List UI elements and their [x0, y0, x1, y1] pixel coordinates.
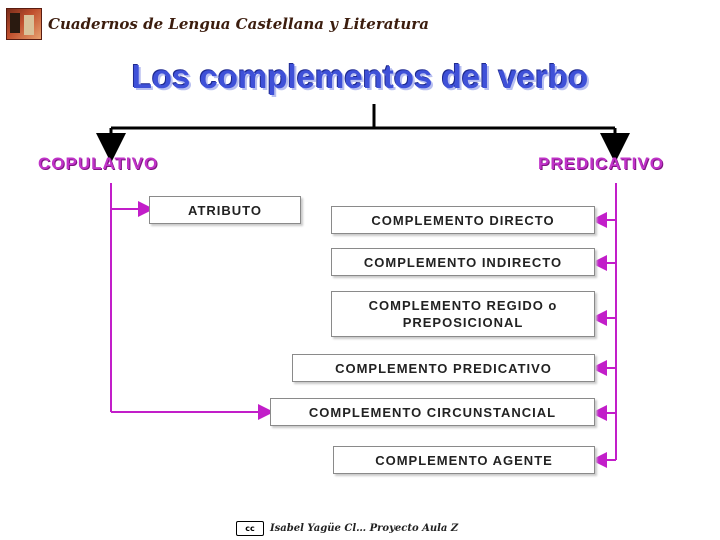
footer-text: Isabel Yagüe Cl… Proyecto Aula Z: [270, 522, 459, 534]
regido-label-line2: PREPOSICIONAL: [402, 315, 524, 330]
atributo-label: ATRIBUTO: [188, 203, 262, 218]
footer-credit: cc Isabel Yagüe Cl… Proyecto Aula Z: [236, 519, 458, 537]
copulativo-connectors: [110, 183, 274, 420]
site-header: Cuadernos de Lengua Castellana y Literat…: [6, 8, 429, 40]
branch-copulativo: COPULATIVO: [38, 154, 159, 173]
box-atributo: ATRIBUTO: [149, 196, 301, 224]
box-complemento-agente: COMPLEMENTO AGENTE: [333, 446, 595, 474]
book-photo-logo-icon: [6, 8, 42, 40]
site-title: Cuadernos de Lengua Castellana y Literat…: [48, 15, 429, 33]
box-complemento-directo: COMPLEMENTO DIRECTO: [331, 206, 595, 234]
indirecto-label: COMPLEMENTO INDIRECTO: [363, 254, 563, 270]
predicativo-label: COMPLEMENTO PREDICATIVO: [335, 360, 552, 376]
regido-label-line1: COMPLEMENTO REGIDO o: [368, 298, 558, 313]
page-title: Los complementos del verbo: [131, 58, 589, 95]
branch-predicativo: PREDICATIVO: [538, 154, 664, 173]
box-complemento-circunstancial: COMPLEMENTO CIRCUNSTANCIAL: [270, 398, 595, 426]
agente-label: COMPLEMENTO AGENTE: [375, 452, 553, 468]
tree-lines: [96, 104, 630, 163]
box-complemento-predicativo: COMPLEMENTO PREDICATIVO: [292, 354, 595, 382]
box-complemento-indirecto: COMPLEMENTO INDIRECTO: [331, 248, 595, 276]
directo-label: COMPLEMENTO DIRECTO: [371, 212, 555, 228]
predicativo-connectors: [591, 183, 617, 468]
creative-commons-icon: cc: [236, 520, 264, 536]
circunstancial-label: COMPLEMENTO CIRCUNSTANCIAL: [308, 404, 557, 420]
box-complemento-regido: COMPLEMENTO REGIDO o PREPOSICIONAL: [331, 291, 595, 337]
